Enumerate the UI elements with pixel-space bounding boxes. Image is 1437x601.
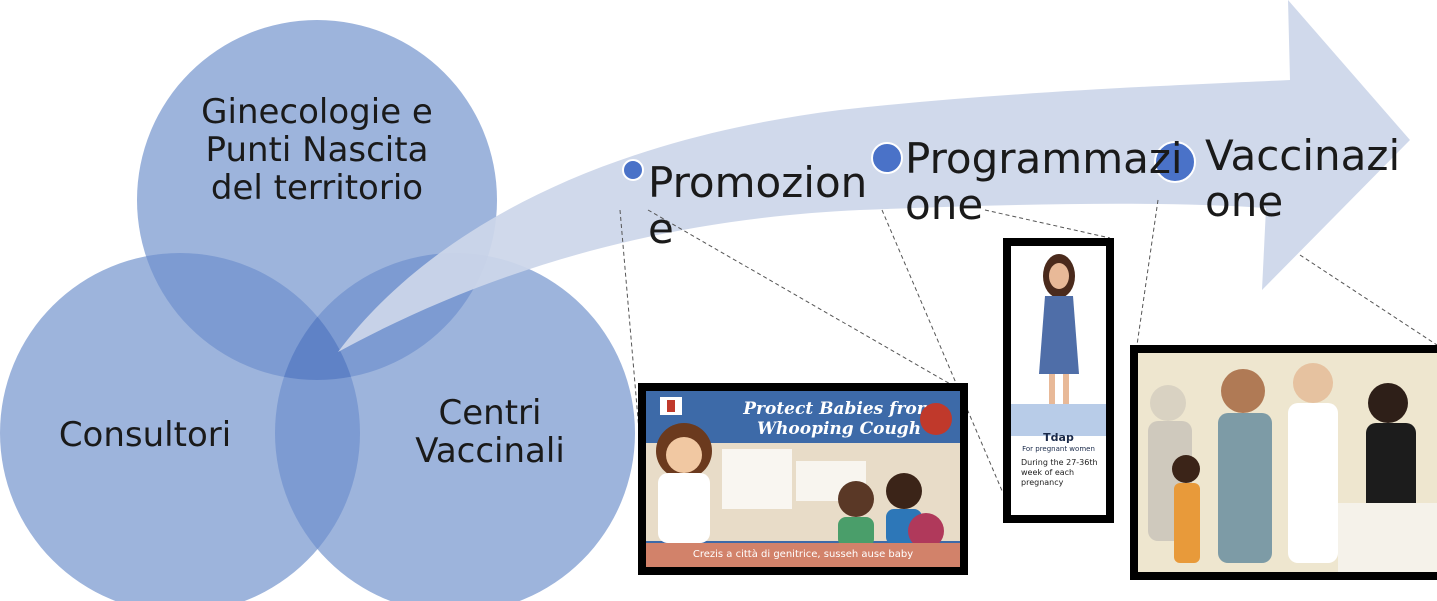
process-arrow bbox=[338, 0, 1410, 352]
step-bullet-icon bbox=[1154, 141, 1196, 183]
venn-circles bbox=[0, 20, 635, 601]
step-label-programmazione: Programmazi one bbox=[905, 136, 1183, 228]
venn-label-top-line: Ginecologie e bbox=[201, 92, 433, 132]
poster-title: Protect Babies from Whooping Cough bbox=[734, 399, 944, 439]
venn-overlap-top-left bbox=[137, 253, 360, 380]
poster-title-line: Whooping Cough bbox=[756, 419, 922, 439]
step-label-line: one bbox=[1205, 177, 1284, 226]
venn-label-right: Centri Vaccinali bbox=[395, 394, 585, 470]
connector-lines bbox=[619, 199, 1437, 501]
poster-footer: Crezis a città di genitrice, susseh ause… bbox=[646, 543, 960, 567]
leaflet-bullet: During the 27-36th week of each pregnanc… bbox=[1021, 458, 1098, 487]
venn-label-top-line: del territorio bbox=[210, 168, 424, 208]
step-label-line: e bbox=[648, 204, 674, 253]
venn-label-right-line: Vaccinali bbox=[415, 431, 565, 471]
step-label-line: one bbox=[905, 180, 984, 229]
venn-label-right-line: Centri bbox=[438, 393, 542, 433]
poster-image: Protect Babies from Whooping Cough Crezi… bbox=[638, 383, 968, 575]
venn-overlap-top-right bbox=[275, 253, 497, 380]
connector-line bbox=[647, 209, 953, 386]
leaflet-subtitle: For pregnant women bbox=[1022, 445, 1095, 453]
leaflet-woman-illustration bbox=[1039, 254, 1079, 406]
connector-line bbox=[984, 209, 1111, 239]
connector-line bbox=[1136, 199, 1159, 346]
step-label-line: Promozion bbox=[648, 158, 868, 207]
connector-line bbox=[881, 209, 1004, 494]
step-label-vaccinazione: Vaccinazi one bbox=[1205, 133, 1400, 225]
poster-title-line: Protect Babies from bbox=[743, 399, 935, 419]
step-label-promozione: Promozion e bbox=[648, 160, 867, 252]
venn-label-left: Consultori bbox=[58, 415, 232, 455]
step-bullet-icon bbox=[871, 142, 903, 174]
step-label-line: Vaccinazi bbox=[1205, 131, 1401, 180]
leaflet-title: Tdap bbox=[1043, 431, 1074, 444]
clinic-image bbox=[1130, 345, 1437, 580]
leaflet-image: Tdap For pregnant women During the 27-36… bbox=[1003, 238, 1114, 523]
venn-label-top: Ginecologie e Punti Nascita del territor… bbox=[177, 93, 457, 207]
poster-art bbox=[656, 397, 952, 549]
step-label-line: Programmazi bbox=[905, 134, 1183, 183]
connector-line bbox=[1299, 254, 1437, 346]
venn-label-top-line: Punti Nascita bbox=[205, 130, 429, 170]
leaflet-banner bbox=[1011, 404, 1106, 436]
step-bullet-icon bbox=[622, 159, 644, 181]
clinic-illustration bbox=[1138, 353, 1437, 572]
